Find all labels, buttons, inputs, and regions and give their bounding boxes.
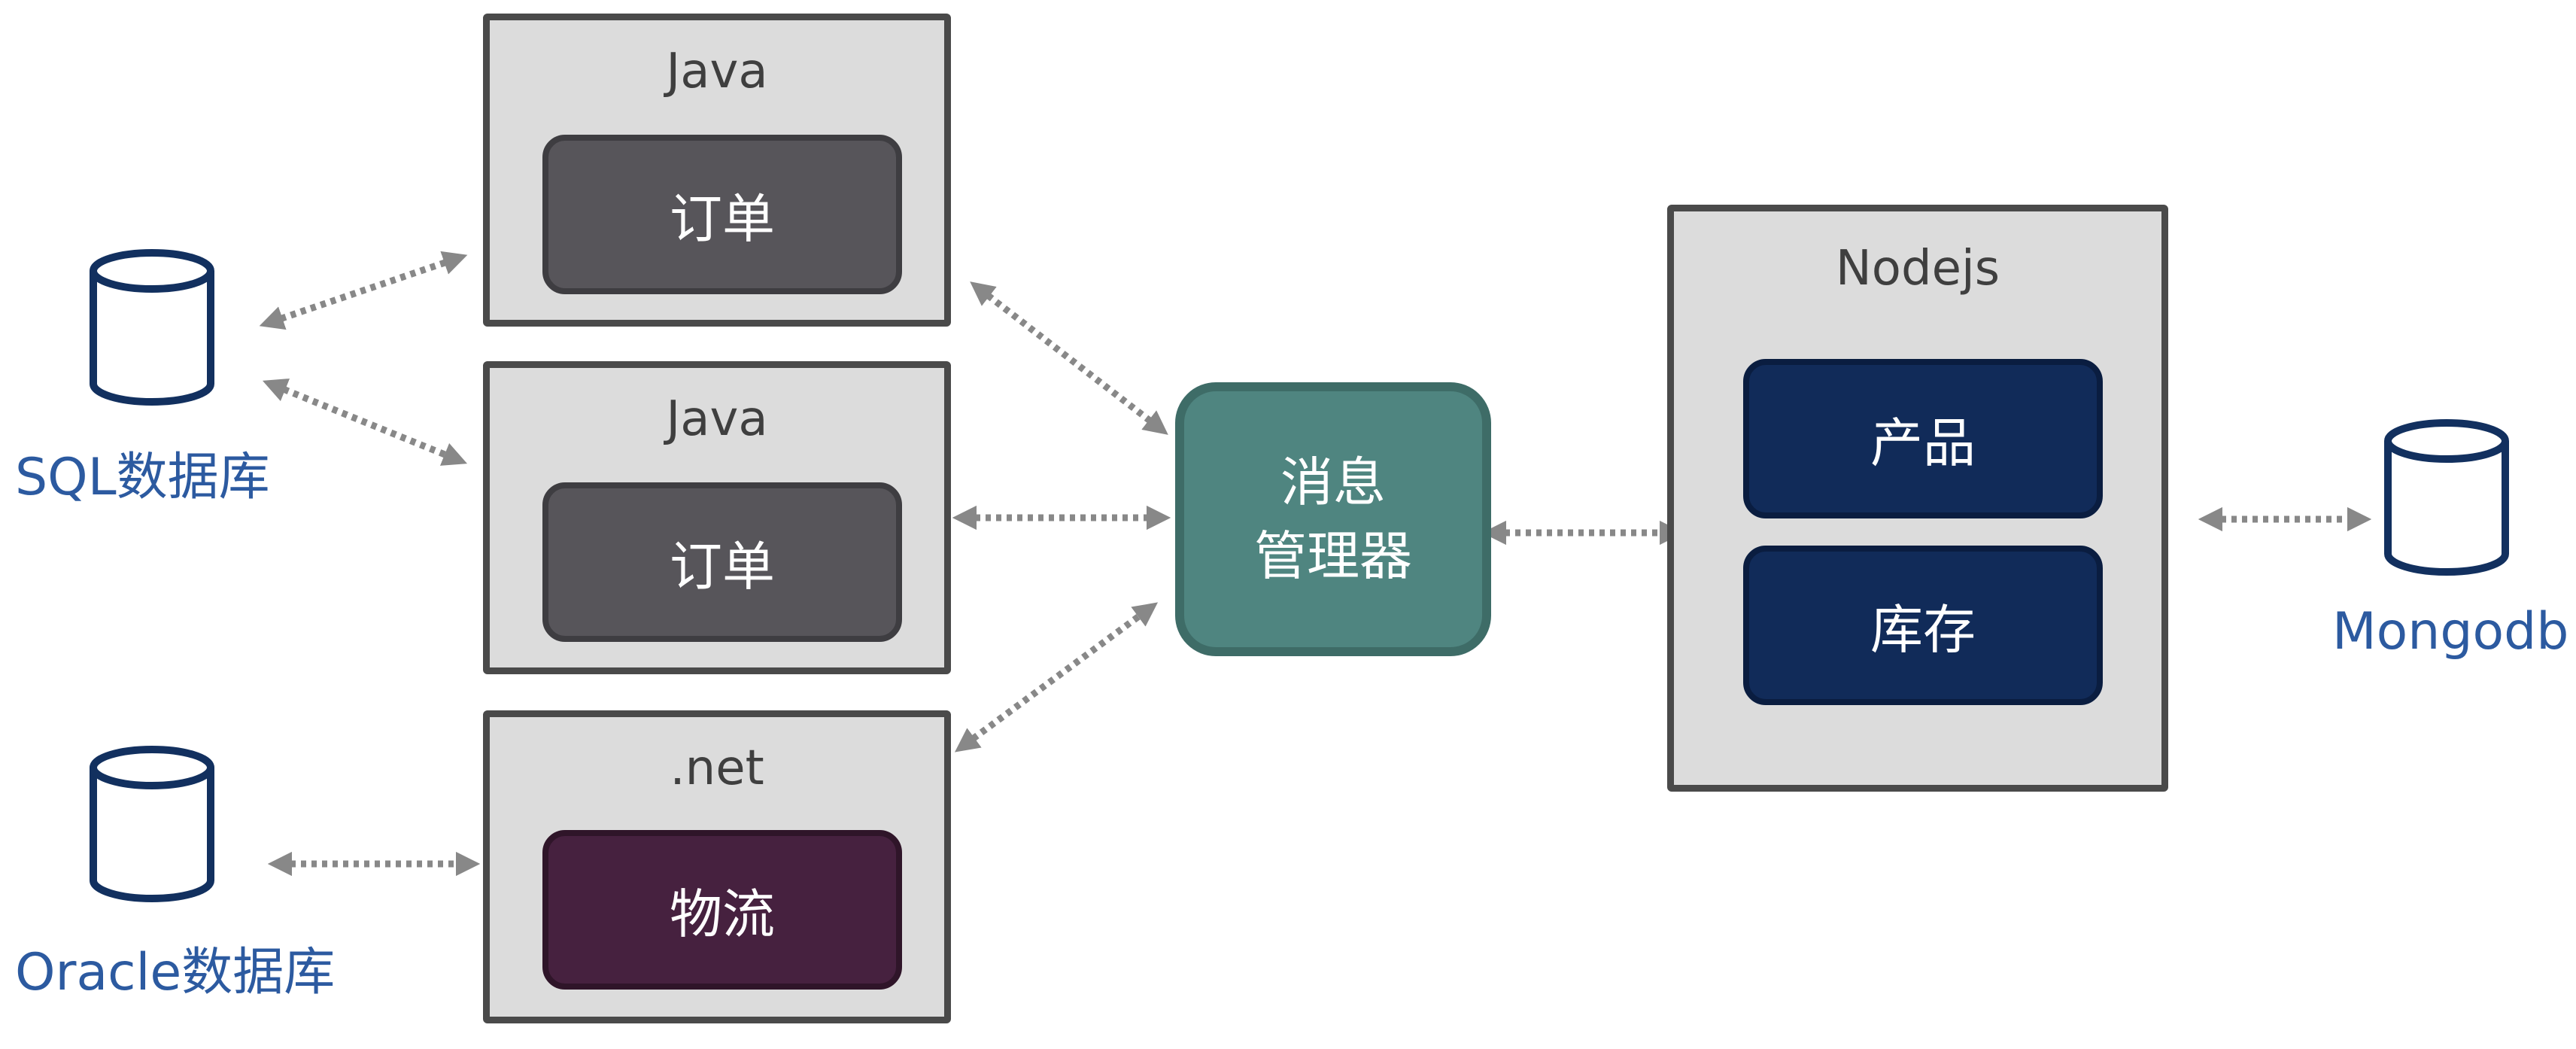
database-icon [90, 746, 214, 902]
sql-database-label: SQL数据库 [15, 448, 270, 507]
product-module: 产品 [1743, 359, 2103, 518]
service-title: Nodejs [1835, 241, 2000, 296]
order-module: 订单 [542, 135, 902, 294]
database-icon [90, 249, 214, 406]
database-icon [2384, 419, 2509, 576]
service-title: .net [670, 740, 764, 796]
connector-dotnet-broker [954, 602, 1159, 753]
dotnet-service: .net 物流 [483, 710, 951, 1023]
broker-label-line1: 消息 [1280, 452, 1386, 513]
service-title: Java [666, 44, 768, 99]
service-title: Java [666, 391, 768, 447]
order-module: 订单 [542, 482, 902, 642]
nodejs-service: Nodejs 产品 库存 [1667, 205, 2168, 792]
broker-label-line2: 管理器 [1254, 525, 1412, 587]
java-service-1: Java 订单 [483, 14, 951, 327]
java-service-2: Java 订单 [483, 361, 951, 674]
oracle-database-label: Oracle数据库 [15, 943, 336, 1002]
logistics-module: 物流 [542, 830, 902, 990]
connector-sql-java2 [262, 379, 468, 466]
mongodb-label: Mongodb [2332, 602, 2569, 661]
inventory-module: 库存 [1743, 546, 2103, 705]
message-broker: 消息 管理器 [1175, 382, 1491, 656]
connector-sql-java1 [259, 251, 468, 330]
